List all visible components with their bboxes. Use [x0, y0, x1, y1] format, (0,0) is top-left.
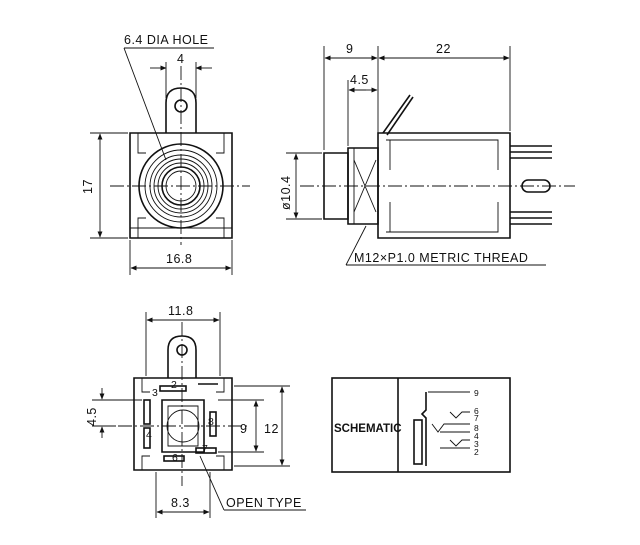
dim-side-nut: 9: [346, 42, 353, 56]
schem-pin-7: 7: [474, 413, 479, 423]
dim-side-step: 4.5: [350, 73, 369, 87]
schematic-block: SCHEMATIC 9 6 7 8 4 3 2: [331, 377, 511, 473]
dim-front-height: 17: [81, 179, 95, 194]
dim-bottom-left: 4.5: [85, 407, 99, 426]
schematic-frame: [331, 377, 511, 473]
pin-label-7: 7: [202, 443, 208, 455]
thread-label: M12×P1.0 METRIC THREAD: [354, 251, 528, 265]
front-body-outline: [129, 132, 233, 239]
schem-pin-9: 9: [474, 388, 479, 398]
schem-pin-4: 4: [474, 431, 479, 441]
pin-label-2: 2: [171, 379, 177, 391]
dim-bottom-width: 11.8: [168, 304, 193, 318]
schem-pin-6: 6: [474, 406, 479, 416]
pin-label-4: 4: [146, 429, 152, 441]
dim-front-width: 16.8: [166, 252, 192, 266]
dim-bottom-inner: 9: [240, 422, 247, 436]
dim-bottom-base: 8.3: [171, 496, 190, 510]
side-pins: [510, 145, 552, 225]
front-view: 6.4 DIA HOLE 4 17 16.8: [81, 33, 250, 275]
pin-label-3: 3: [152, 387, 158, 399]
pin-label-6: 6: [172, 452, 178, 464]
hole-label: 6.4 DIA HOLE: [124, 33, 209, 47]
dim-side-body: 22: [436, 42, 451, 56]
pin-label-8: 8: [208, 416, 214, 428]
schematic-title: SCHEMATIC: [334, 423, 402, 435]
dim-hole-spacing: 4: [177, 52, 184, 66]
bottom-body-outline: [133, 377, 233, 471]
open-type-label: OPEN TYPE: [226, 496, 302, 510]
schem-pin-2: 2: [474, 447, 479, 457]
bottom-view: 2 3 4 8 6 7 11.8 4.5 9 12: [85, 304, 306, 518]
bottom-contact-frame: [161, 399, 205, 453]
side-body-outline: [377, 132, 511, 239]
dim-side-diameter: ø10.4: [279, 176, 293, 210]
schem-pin-8: 8: [474, 423, 479, 433]
dim-bottom-height: 12: [264, 422, 279, 436]
schem-pin-3: 3: [474, 439, 479, 449]
side-view: 9 22 4.5 ø10.4 M12×P1.0 METRIC THREAD: [279, 42, 575, 266]
